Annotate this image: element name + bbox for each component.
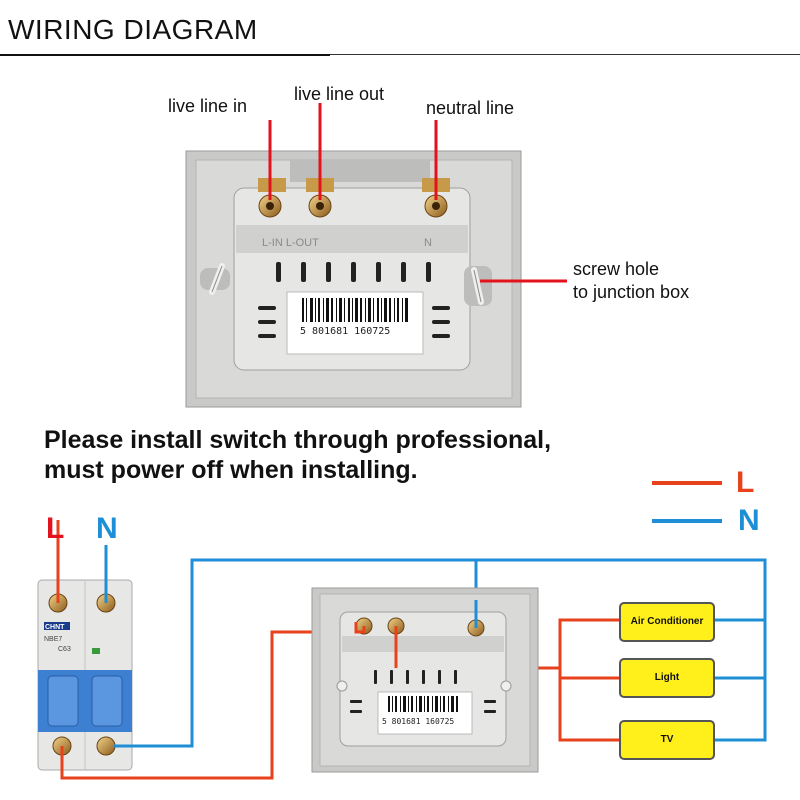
breaker-rating: C63 xyxy=(58,646,71,653)
mounting-screw-left xyxy=(200,263,230,295)
legend xyxy=(652,481,722,523)
page-title: WIRING DIAGRAM xyxy=(8,14,258,45)
device-tv: TV xyxy=(660,734,674,745)
breaker-model: NBE7 xyxy=(44,636,62,643)
breaker-brand: CHNT xyxy=(45,624,65,631)
breaker-neutral-label: N xyxy=(96,512,118,545)
device-light: Light xyxy=(654,672,680,683)
mounting-screw-right xyxy=(464,266,492,306)
circuit-breaker: CHNT NBE7 C63 xyxy=(37,579,133,771)
label-junction-box: to junction box xyxy=(573,282,690,302)
legend-live-label: L xyxy=(736,466,755,499)
title-rule xyxy=(330,54,800,55)
legend-neutral-label: N xyxy=(738,504,760,537)
breaker-live-label: L xyxy=(46,512,65,545)
terminal-marking: L-IN L-OUT xyxy=(262,237,319,249)
label-screw-hole: screw hole xyxy=(573,259,660,279)
label-live-line-out: live line out xyxy=(294,84,385,104)
switch-back-small: 5 801681 160725 xyxy=(311,587,539,773)
warning-line-2: must power off when installing. xyxy=(44,456,418,484)
warning-line-1: Please install switch through profession… xyxy=(44,426,552,454)
barcode-number-small: 5 801681 160725 xyxy=(382,717,454,726)
device-air-conditioner: Air Conditioner xyxy=(630,616,704,627)
label-live-line-in: live line in xyxy=(168,96,248,116)
switch-back-large: L-IN L-OUT N xyxy=(185,150,522,408)
title-underline xyxy=(0,54,330,56)
barcode-number: 5 801681 160725 xyxy=(300,326,390,337)
neutral-marking: N xyxy=(424,237,432,249)
pointer-lines xyxy=(268,103,567,283)
label-neutral-line: neutral line xyxy=(426,98,515,118)
device-boxes xyxy=(619,602,715,760)
